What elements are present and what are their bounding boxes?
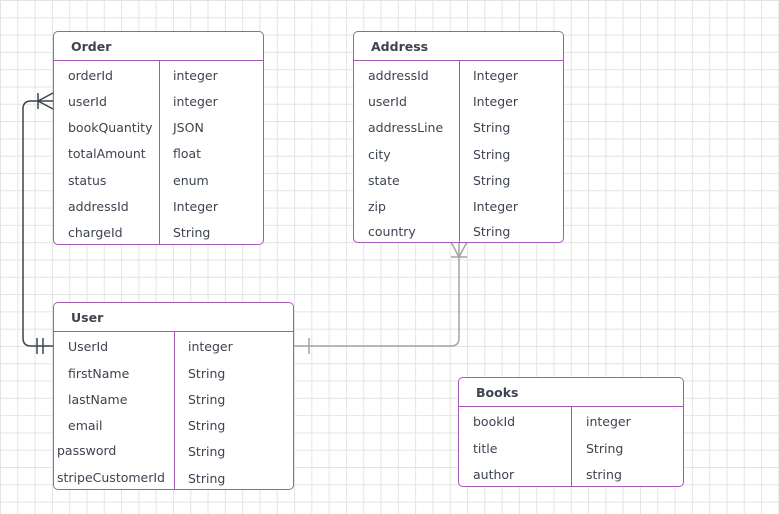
field-type: Integer bbox=[173, 199, 218, 214]
one-only-marker bbox=[36, 338, 44, 354]
field-type: String bbox=[173, 225, 211, 240]
field-name: addressLine bbox=[368, 120, 444, 135]
field-name: author bbox=[473, 467, 515, 482]
field-name: totalAmount bbox=[68, 146, 146, 161]
field-type: float bbox=[173, 146, 202, 161]
entity-address[interactable]: Address addressId Integer userId Integer… bbox=[353, 31, 564, 243]
field-name: email bbox=[68, 418, 103, 433]
field-name: userId bbox=[68, 94, 107, 109]
field-type: String bbox=[473, 224, 511, 239]
entity-title: Address bbox=[354, 32, 563, 61]
field-name: zip bbox=[368, 199, 386, 214]
entity-user[interactable]: User UserId integer firstName String las… bbox=[53, 302, 294, 490]
column-divider bbox=[159, 61, 160, 244]
field-type: String bbox=[586, 441, 624, 456]
field-name: country bbox=[368, 224, 416, 239]
entity-title: Order bbox=[54, 32, 263, 61]
field-type: integer bbox=[188, 339, 233, 354]
field-type: String bbox=[188, 418, 226, 433]
field-type: String bbox=[473, 147, 511, 162]
field-name: chargeId bbox=[68, 225, 123, 240]
field-name: userId bbox=[368, 94, 407, 109]
field-name: title bbox=[473, 441, 498, 456]
field-type: enum bbox=[173, 173, 209, 188]
relationship-user-order[interactable] bbox=[22, 92, 54, 354]
field-type: Integer bbox=[473, 199, 518, 214]
field-type: integer bbox=[173, 68, 218, 83]
field-name: city bbox=[368, 147, 391, 162]
field-type: String bbox=[188, 392, 226, 407]
field-type: String bbox=[473, 120, 511, 135]
field-type: string bbox=[586, 467, 622, 482]
field-name: status bbox=[68, 173, 107, 188]
field-name: bookQuantity bbox=[68, 120, 153, 135]
entity-books[interactable]: Books bookId integer title String author… bbox=[458, 377, 684, 487]
field-name: password bbox=[57, 443, 117, 458]
field-name: addressId bbox=[368, 68, 429, 83]
column-divider bbox=[459, 61, 460, 242]
user-order-connector-line bbox=[22, 100, 53, 347]
field-name: UserId bbox=[68, 339, 109, 354]
crows-foot-many-marker bbox=[37, 92, 54, 110]
user-address-connector-line bbox=[293, 242, 460, 347]
field-name: addressId bbox=[68, 199, 129, 214]
field-name: state bbox=[368, 173, 400, 188]
column-divider bbox=[174, 332, 175, 489]
entity-title: Books bbox=[459, 378, 683, 407]
field-name: bookId bbox=[473, 414, 516, 429]
crows-foot-many-marker bbox=[450, 241, 468, 258]
field-type: integer bbox=[586, 414, 631, 429]
field-type: Integer bbox=[473, 68, 518, 83]
field-type: String bbox=[473, 173, 511, 188]
field-type: integer bbox=[173, 94, 218, 109]
entity-order[interactable]: Order orderId integer userId integer boo… bbox=[53, 31, 264, 245]
field-name: lastName bbox=[68, 392, 128, 407]
field-type: String bbox=[188, 366, 226, 381]
field-type: JSON bbox=[173, 120, 204, 135]
field-type: Integer bbox=[473, 94, 518, 109]
field-type: String bbox=[188, 444, 226, 459]
entity-title: User bbox=[54, 303, 293, 332]
column-divider bbox=[571, 407, 572, 486]
field-type: String bbox=[188, 471, 226, 486]
field-name: orderId bbox=[68, 68, 113, 83]
field-name: stripeCustomerId bbox=[57, 470, 165, 485]
relationship-user-address[interactable] bbox=[293, 241, 468, 354]
field-name: firstName bbox=[68, 366, 130, 381]
